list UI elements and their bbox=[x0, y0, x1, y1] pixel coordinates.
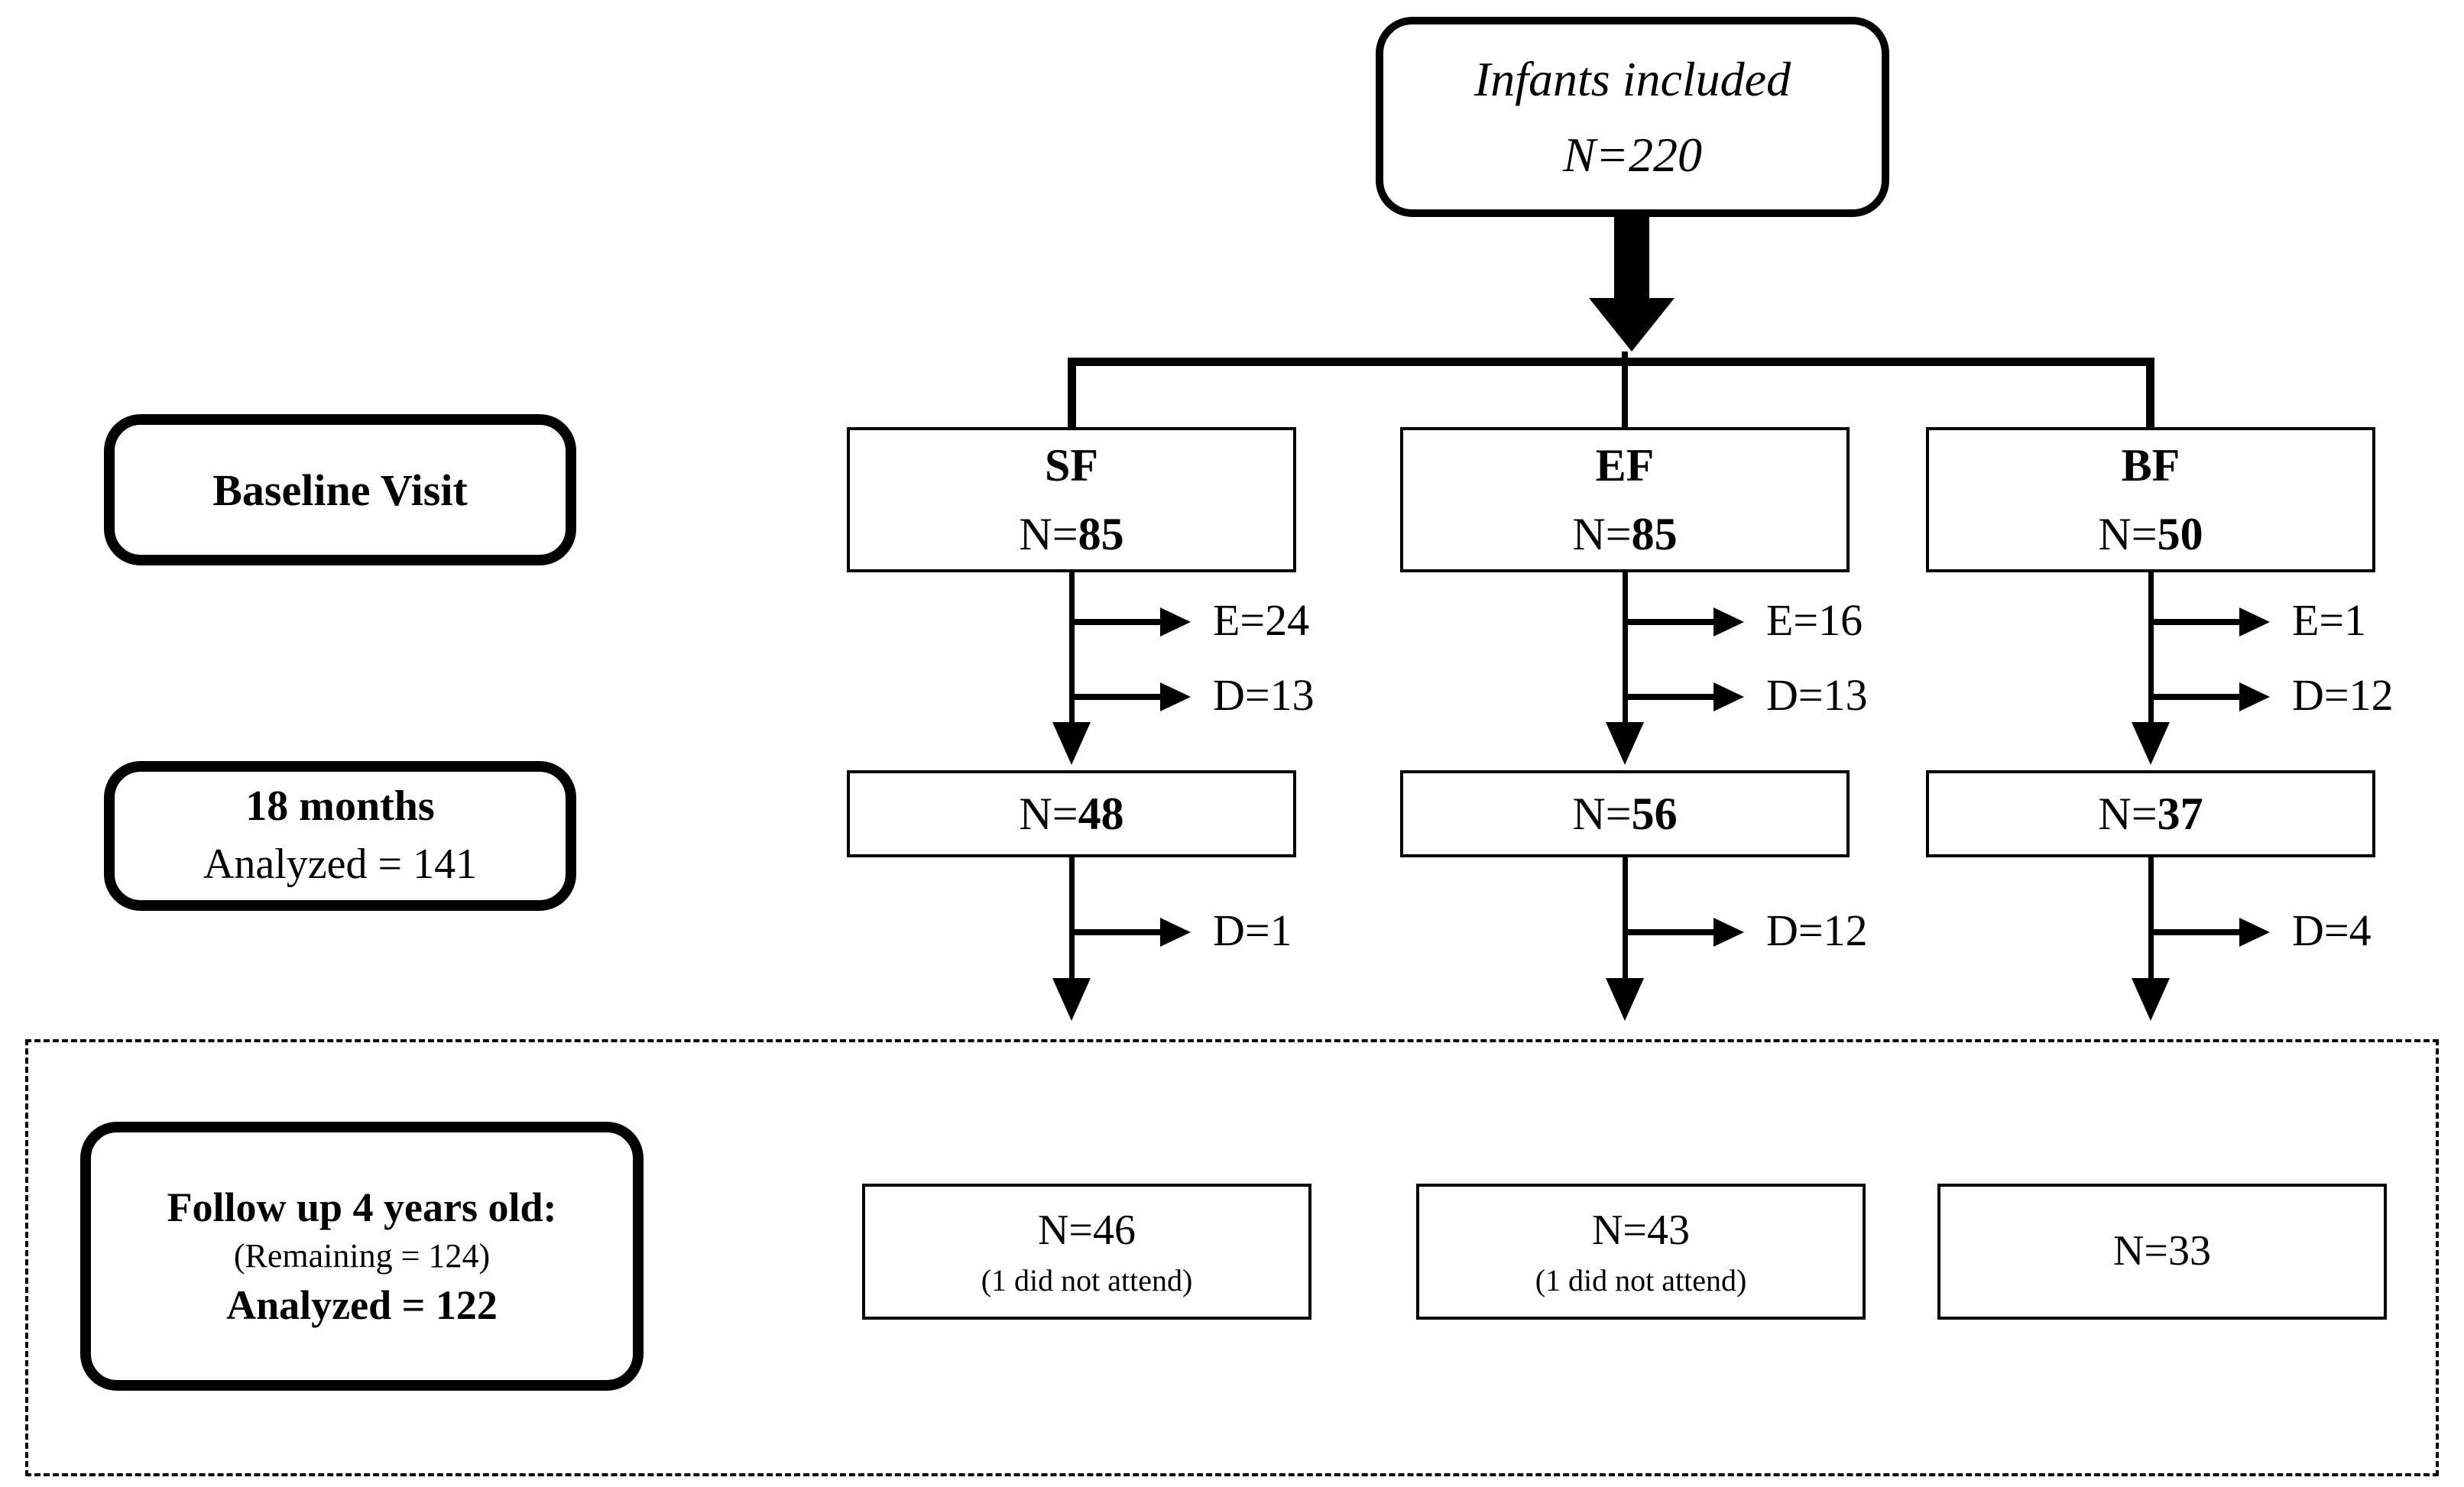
bf-arrow-right-icon-e bbox=[2239, 607, 2270, 637]
sf-baseline-box: SF N=85 bbox=[847, 427, 1296, 572]
ef-mid-n-value: 56 bbox=[1631, 788, 1678, 839]
bf-arrow-right-icon-d2 bbox=[2239, 918, 2270, 947]
sf-baseline-n: N=85 bbox=[1019, 500, 1123, 569]
sf-dropout-label-2: D=1 bbox=[1213, 905, 1292, 955]
sf-branch-line-e bbox=[1072, 619, 1162, 625]
ef-branch-line-d2 bbox=[1625, 929, 1715, 935]
sf-drop-line-2 bbox=[1069, 857, 1075, 978]
bf-18mo-n: N=37 bbox=[2098, 788, 2203, 841]
ef-18mo-box: N=56 bbox=[1400, 770, 1850, 857]
sf-arrow-right-icon-d1 bbox=[1160, 682, 1191, 711]
followup-label: Follow up 4 years old: bbox=[167, 1184, 557, 1231]
bf-branch-line-d2 bbox=[2151, 929, 2241, 935]
infants-included-count: N=220 bbox=[1563, 128, 1702, 182]
ef-arrow-right-icon-d2 bbox=[1713, 918, 1744, 947]
row-label-18-months: 18 months Analyzed = 141 bbox=[104, 761, 576, 911]
bf-final-n: N=33 bbox=[2112, 1227, 2212, 1275]
bf-arrow-down-icon-2 bbox=[2132, 978, 2170, 1021]
bf-drop-line-2 bbox=[2148, 857, 2154, 978]
sf-final-note: (1 did not attend) bbox=[981, 1262, 1193, 1297]
sf-arrow-right-icon-e bbox=[1160, 607, 1191, 637]
bf-branch-line-d1 bbox=[2151, 694, 2241, 700]
bf-baseline-n: N=50 bbox=[2098, 500, 2203, 569]
ef-mid-n-prefix: N= bbox=[1572, 788, 1632, 839]
infants-included-line1: Infants included bbox=[1474, 51, 1791, 106]
18-months-analyzed: Analyzed = 141 bbox=[203, 841, 478, 888]
baseline-visit-label: Baseline Visit bbox=[212, 465, 468, 515]
sf-excluded-label: E=24 bbox=[1213, 595, 1310, 645]
sf-branch-line-d1 bbox=[1072, 694, 1162, 700]
sf-drop-line-1 bbox=[1069, 572, 1075, 722]
ef-arrow-down-icon-2 bbox=[1606, 978, 1644, 1021]
ef-final-note: (1 did not attend) bbox=[1535, 1262, 1747, 1297]
ef-branch-line-e bbox=[1625, 619, 1715, 625]
bf-mid-n-value: 37 bbox=[2157, 788, 2203, 839]
ef-drop-line-1 bbox=[1623, 572, 1628, 722]
sf-arrow-down-icon-1 bbox=[1052, 722, 1091, 765]
sf-mid-n-value: 48 bbox=[1078, 788, 1124, 839]
ef-branch-line-d1 bbox=[1625, 694, 1715, 700]
sf-arrow-down-icon-2 bbox=[1052, 978, 1091, 1021]
bf-n-prefix: N= bbox=[2098, 509, 2158, 559]
bf-drop-line-1 bbox=[2148, 572, 2154, 722]
sf-arrow-right-icon-d2 bbox=[1160, 918, 1191, 947]
followup-dashed-container bbox=[25, 1039, 2439, 1476]
ef-arrow-down-icon-1 bbox=[1606, 722, 1644, 765]
sf-n-value: 85 bbox=[1078, 509, 1124, 559]
ef-n-value: 85 bbox=[1631, 509, 1678, 559]
sf-followup-box: N=46 (1 did not attend) bbox=[862, 1184, 1311, 1320]
infants-included-box: Infants included N=220 bbox=[1376, 17, 1889, 217]
ef-n-prefix: N= bbox=[1572, 509, 1632, 559]
ef-followup-box: N=43 (1 did not attend) bbox=[1416, 1184, 1866, 1320]
ef-drop-line-2 bbox=[1623, 857, 1628, 978]
bf-branch-line-e bbox=[2151, 619, 2241, 625]
branch-connector-line bbox=[1068, 358, 2154, 366]
bf-excluded-label: E=1 bbox=[2292, 595, 2367, 645]
ef-arrow-right-icon-d1 bbox=[1713, 682, 1744, 711]
ef-arrow-right-icon-e bbox=[1713, 607, 1744, 637]
sf-group-label: SF bbox=[1044, 440, 1099, 491]
bf-mid-n-prefix: N= bbox=[2098, 788, 2158, 839]
sf-18mo-box: N=48 bbox=[847, 770, 1296, 857]
bf-n-value: 50 bbox=[2157, 509, 2203, 559]
bf-baseline-box: BF N=50 bbox=[1926, 427, 2375, 572]
block-arrow-shaft bbox=[1614, 217, 1649, 300]
ef-group-label: EF bbox=[1595, 440, 1655, 491]
bf-group-label: BF bbox=[2121, 440, 2180, 491]
ef-final-n: N=43 bbox=[1591, 1207, 1691, 1255]
followup-remaining: (Remaining = 124) bbox=[233, 1237, 491, 1275]
ef-baseline-n: N=85 bbox=[1572, 500, 1677, 569]
connector-drop-ef bbox=[1622, 352, 1628, 429]
followup-analyzed: Analyzed = 122 bbox=[226, 1281, 498, 1328]
block-arrow-down-icon bbox=[1589, 298, 1675, 352]
sf-branch-line-d2 bbox=[1072, 929, 1162, 935]
connector-drop-sf bbox=[1068, 358, 1076, 429]
ef-baseline-box: EF N=85 bbox=[1400, 427, 1850, 572]
sf-final-n: N=46 bbox=[1037, 1207, 1136, 1255]
bf-followup-box: N=33 bbox=[1937, 1184, 2387, 1320]
sf-dropout-label-1: D=13 bbox=[1213, 670, 1315, 720]
row-label-baseline-visit: Baseline Visit bbox=[104, 414, 576, 565]
bf-arrow-down-icon-1 bbox=[2132, 722, 2170, 765]
bf-dropout-label-2: D=4 bbox=[2292, 905, 2372, 955]
18-months-label: 18 months bbox=[245, 782, 435, 831]
row-label-followup-4y: Follow up 4 years old: (Remaining = 124)… bbox=[80, 1122, 644, 1391]
ef-18mo-n: N=56 bbox=[1572, 788, 1677, 841]
connector-drop-bf bbox=[2146, 358, 2154, 429]
ef-dropout-label-2: D=12 bbox=[1766, 905, 1868, 955]
ef-dropout-label-1: D=13 bbox=[1766, 670, 1868, 720]
ef-excluded-label: E=16 bbox=[1766, 595, 1863, 645]
sf-18mo-n: N=48 bbox=[1019, 788, 1123, 841]
bf-dropout-label-1: D=12 bbox=[2292, 670, 2394, 720]
bf-arrow-right-icon-d1 bbox=[2239, 682, 2270, 711]
sf-mid-n-prefix: N= bbox=[1019, 788, 1078, 839]
sf-n-prefix: N= bbox=[1019, 509, 1078, 559]
bf-18mo-box: N=37 bbox=[1926, 770, 2375, 857]
